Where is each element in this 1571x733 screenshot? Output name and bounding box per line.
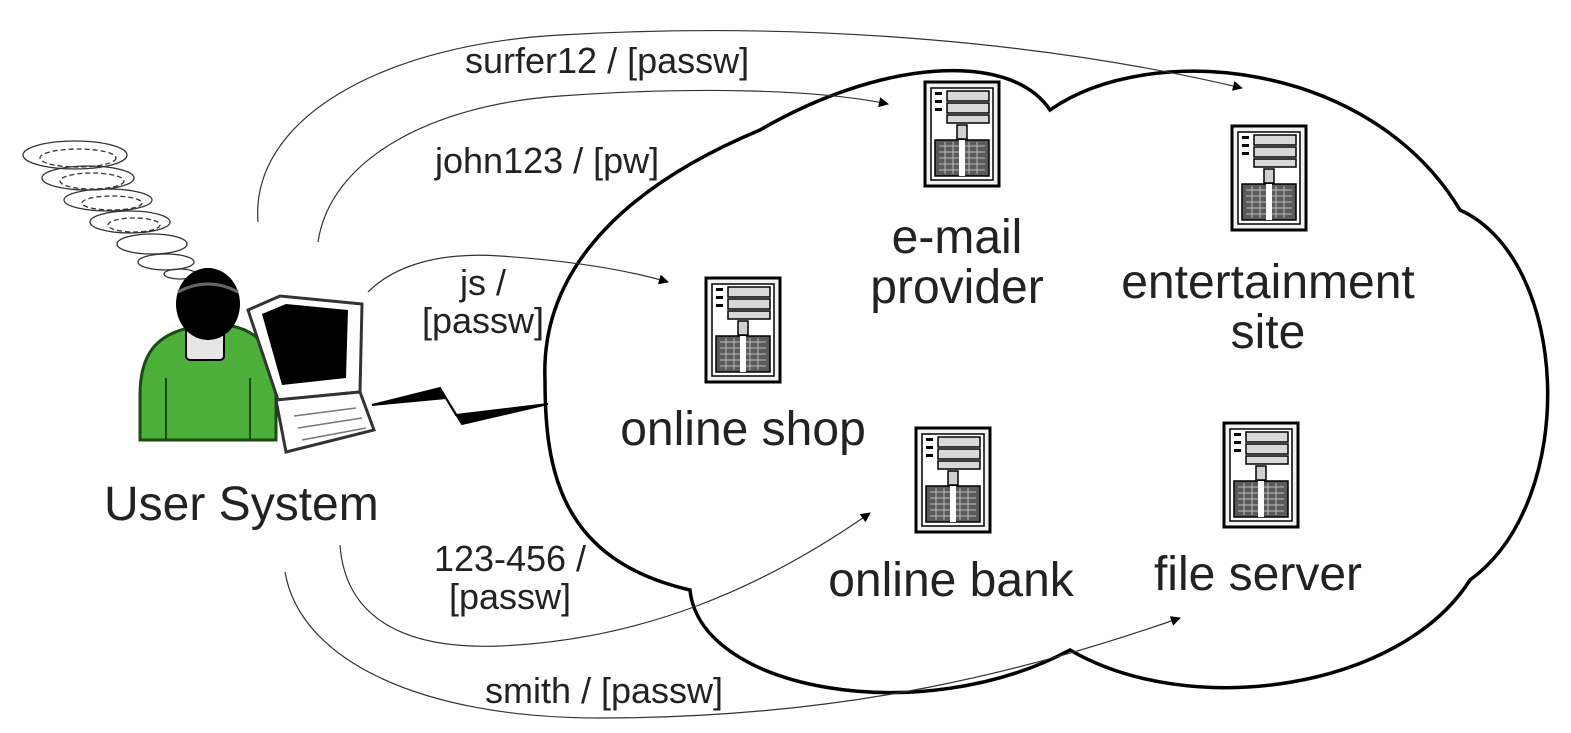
arrow-to-email — [317, 89, 889, 243]
service-label-fileserver: file server — [1153, 548, 1363, 601]
user-system-label: User System — [104, 478, 379, 531]
user-icon — [138, 268, 278, 442]
credential-label-shop: js / [passw] — [421, 262, 545, 341]
server-fileserver-icon — [1222, 421, 1300, 529]
credential-label-fileserver: smith / [passw] — [485, 670, 724, 711]
arrow-to-fileserver — [284, 571, 1181, 719]
server-email-icon — [923, 80, 1001, 188]
credential-label-email: john123 / [pw] — [435, 140, 660, 181]
network-link-bolt — [371, 386, 549, 426]
confusion-swirl-icon — [22, 140, 197, 280]
arrow-to-entertainment — [257, 30, 1243, 223]
server-entertainment-icon — [1230, 124, 1308, 232]
credential-label-entertainment: surfer12 / [passw] — [465, 40, 750, 81]
arrow-to-bank — [339, 512, 871, 647]
service-label-entertainment: entertainment site — [1121, 256, 1415, 360]
server-bank-icon — [914, 426, 992, 534]
laptop-icon — [246, 294, 376, 454]
credential-label-bank: 123-456 / [passw] — [433, 538, 587, 617]
service-label-email: e-mail provider — [870, 211, 1044, 315]
service-label-shop: online shop — [620, 403, 866, 456]
service-label-bank: online bank — [828, 554, 1074, 607]
arrow-to-shop — [367, 254, 669, 293]
server-shop-icon — [704, 276, 782, 384]
